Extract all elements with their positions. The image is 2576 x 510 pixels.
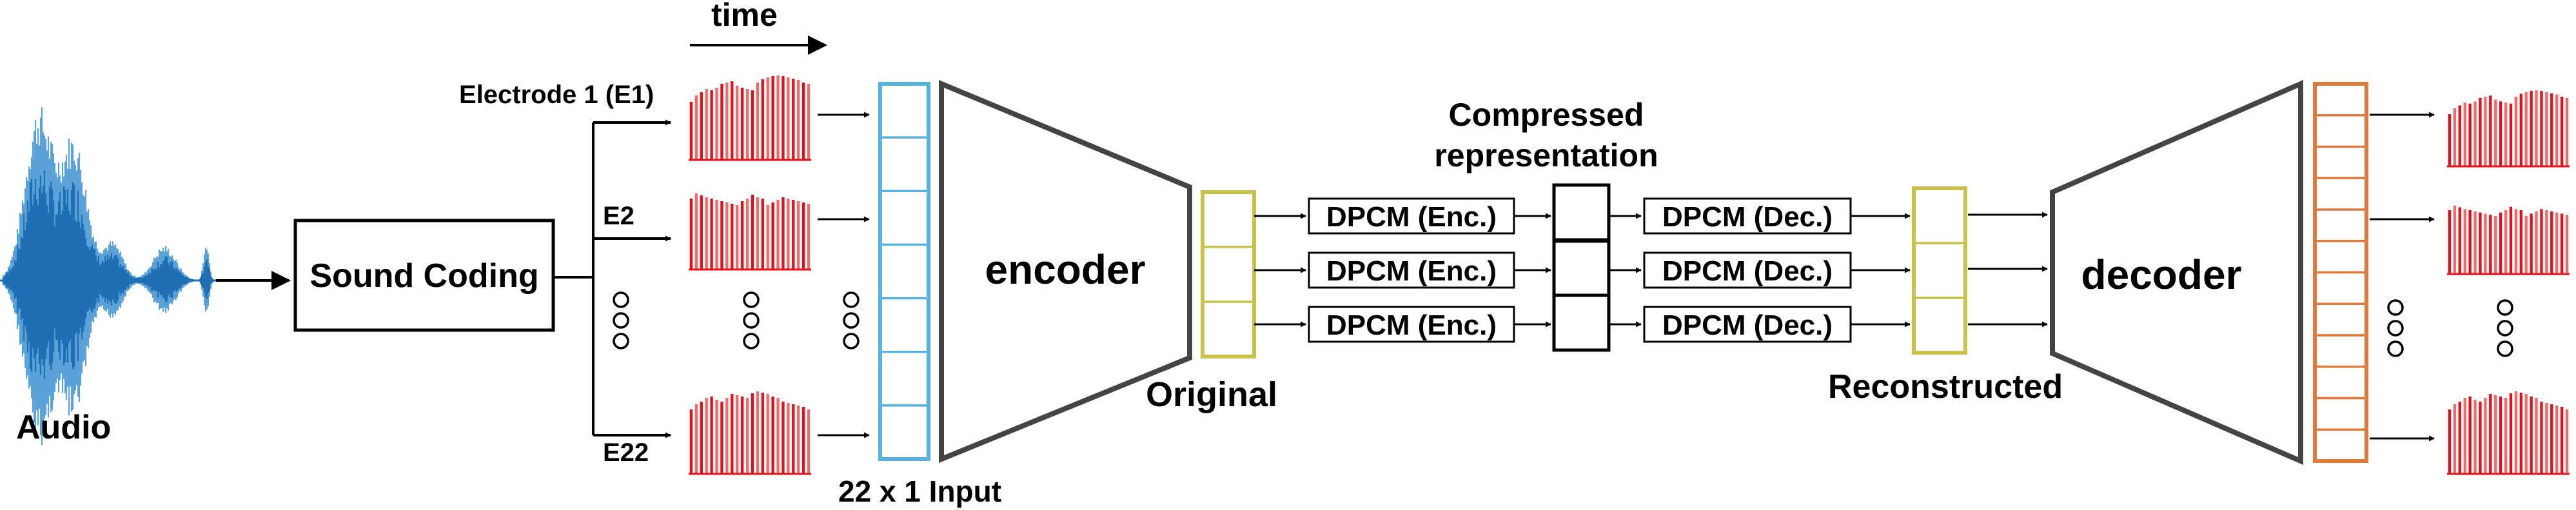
dpcm-encoder-label: DPCM (Enc.) <box>1326 309 1497 341</box>
dpcm-decoder-label: DPCM (Dec.) <box>1662 255 1833 287</box>
output-vector <box>2313 82 2368 463</box>
original-label: Original <box>1146 375 1277 414</box>
dpcm-row: DPCM (Enc.) DPCM (Dec.) <box>1254 197 1911 235</box>
time-label: time <box>711 0 778 33</box>
recon-vector-frame <box>1912 186 1967 355</box>
dpcm-encoder-box <box>1308 306 1515 343</box>
pulse-train-out-2 <box>2447 205 2570 275</box>
latent-vector-reconstructed <box>1912 186 1967 355</box>
compressed-cell <box>1552 293 1611 352</box>
latent-vector-frame <box>1201 190 1256 358</box>
input-pulse-trains <box>689 75 811 475</box>
output-arrows <box>2370 112 2435 442</box>
dpcm-row: DPCM (Enc.) DPCM (Dec.) <box>1254 306 1911 343</box>
compressed-cell <box>1552 239 1611 298</box>
sound-coding-label: Sound Coding <box>310 257 538 295</box>
time-axis: time <box>690 0 827 55</box>
reconstructed-label: Reconstructed <box>1828 368 2063 406</box>
input-vector <box>878 82 930 461</box>
dpcm-pipeline: DPCM (Enc.) DPCM (Dec.) DPCM (Enc.) DPCM (D… <box>1254 183 1911 352</box>
vertical-ellipsis-icons <box>613 291 2513 357</box>
latent-vector-original <box>1201 190 1256 358</box>
dpcm-encoder-label: DPCM (Enc.) <box>1326 255 1497 287</box>
audio-waveform <box>0 107 220 446</box>
vertical-ellipsis-icon <box>2387 299 2404 357</box>
compressed-cell <box>1552 183 1611 242</box>
dpcm-decoder-box <box>1643 306 1852 343</box>
encoder-label: encoder <box>985 246 1146 293</box>
vertical-ellipsis-icon <box>613 291 629 349</box>
dpcm-decoder-label: DPCM (Dec.) <box>1662 309 1833 341</box>
pulse-train-e22 <box>689 391 811 475</box>
dpcm-row: DPCM (Enc.) DPCM (Dec.) <box>1254 251 1911 289</box>
pulse-train-out-1 <box>2447 90 2570 168</box>
pulse-train-out-22 <box>2447 391 2570 475</box>
output-pulse-trains <box>2447 90 2570 475</box>
decoder-input-arrows <box>1968 211 2048 328</box>
decoder-label: decoder <box>2081 251 2242 298</box>
dpcm-encoder-box <box>1308 251 1515 289</box>
dpcm-decoder-label: DPCM (Dec.) <box>1662 201 1833 233</box>
vertical-ellipsis-icon <box>843 291 860 349</box>
encoder-block: encoder <box>939 80 1192 463</box>
input-arrows <box>818 112 870 438</box>
decoder-block: decoder <box>2050 79 2303 466</box>
input-label: 22 x 1 Input <box>838 475 1001 508</box>
input-vector-frame <box>878 82 930 461</box>
electrode-branches <box>553 119 671 438</box>
sound-coding-block: Sound Coding <box>293 219 555 332</box>
compressed-label-line1: Compressed <box>1449 97 1644 133</box>
dpcm-encoder-label: DPCM (Enc.) <box>1326 201 1497 233</box>
electrode-2-label: E2 <box>603 202 634 230</box>
pulse-train-e1 <box>689 75 811 161</box>
compressed-label-line2: representation <box>1434 137 1658 173</box>
vertical-ellipsis-icon <box>2497 299 2513 357</box>
dpcm-decoder-box <box>1643 197 1852 235</box>
waveform-inner <box>2 170 220 380</box>
audio-label: Audio <box>16 409 111 446</box>
electrode-1-label: Electrode 1 (E1) <box>459 81 654 109</box>
vertical-ellipsis-icon <box>743 291 760 349</box>
pulse-train-e2 <box>689 193 811 271</box>
electrode-22-label: E22 <box>603 438 649 467</box>
